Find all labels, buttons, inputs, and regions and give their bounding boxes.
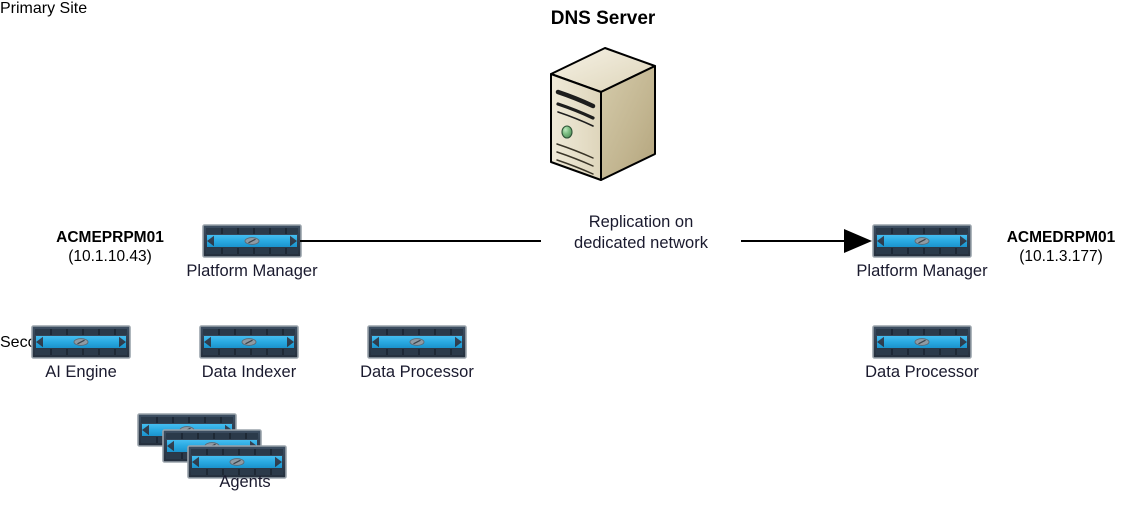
- secondary-data-processor-icon[interactable]: [872, 325, 972, 359]
- secondary-host-ip: (10.1.3.177): [1019, 248, 1103, 266]
- primary-data-processor-label: Data Processor: [360, 363, 474, 381]
- secondary-host-block: ACMEDRPM01 (10.1.3.177): [1000, 228, 1122, 268]
- primary-data-processor-icon[interactable]: [367, 325, 467, 359]
- secondary-host-name: ACMEDRPM01: [1006, 229, 1116, 246]
- primary-agents-stack[interactable]: [137, 413, 287, 479]
- primary-site-container: [0, 18, 488, 334]
- secondary-platform-manager-icon[interactable]: [872, 224, 972, 258]
- primary-ai-engine-label: AI Engine: [45, 363, 117, 381]
- primary-platform-manager-label: Platform Manager: [186, 262, 318, 280]
- dns-server-title: DNS Server: [550, 8, 656, 29]
- agent-icon-3[interactable]: [187, 445, 287, 479]
- replication-label-line1: Replication on: [588, 213, 694, 231]
- primary-host-ip: (10.1.10.43): [68, 248, 152, 266]
- primary-host-block: ACMEPRPM01 (10.1.10.43): [42, 228, 178, 268]
- replication-label-line2: dedicated network: [574, 234, 708, 253]
- dns-server-icon: [543, 40, 663, 185]
- primary-agents-label: Agents: [219, 473, 271, 491]
- arrow-right-icon: [844, 229, 872, 253]
- primary-ai-engine-icon[interactable]: [31, 325, 131, 359]
- secondary-data-processor-label: Data Processor: [865, 363, 979, 381]
- secondary-platform-manager-label: Platform Manager: [856, 262, 988, 280]
- primary-data-indexer-label: Data Indexer: [201, 363, 297, 381]
- primary-host-name: ACMEPRPM01: [56, 229, 164, 246]
- replication-label: Replication on dedicated network: [541, 211, 741, 256]
- primary-site-title: Primary Site: [0, 0, 88, 17]
- primary-platform-manager-icon[interactable]: [202, 224, 302, 258]
- primary-data-indexer-icon[interactable]: [199, 325, 299, 359]
